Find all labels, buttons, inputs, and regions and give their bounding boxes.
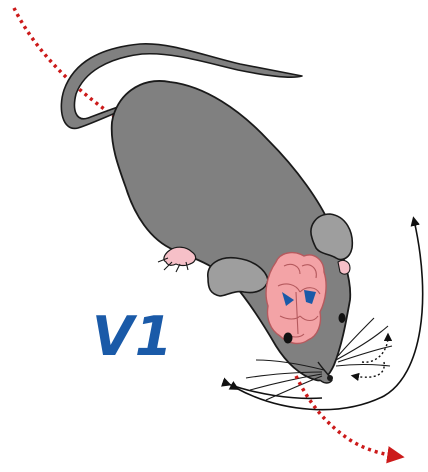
brain-overlay (266, 253, 326, 344)
whisker-arrow-upper (362, 336, 388, 362)
mouse-right-eye (339, 313, 346, 323)
mouse-nose (327, 375, 333, 381)
mouse-left-eye (284, 333, 293, 344)
mouse-right-paw (338, 260, 350, 274)
trajectory-arrow (296, 376, 396, 456)
v1-label: V1 (92, 310, 173, 364)
